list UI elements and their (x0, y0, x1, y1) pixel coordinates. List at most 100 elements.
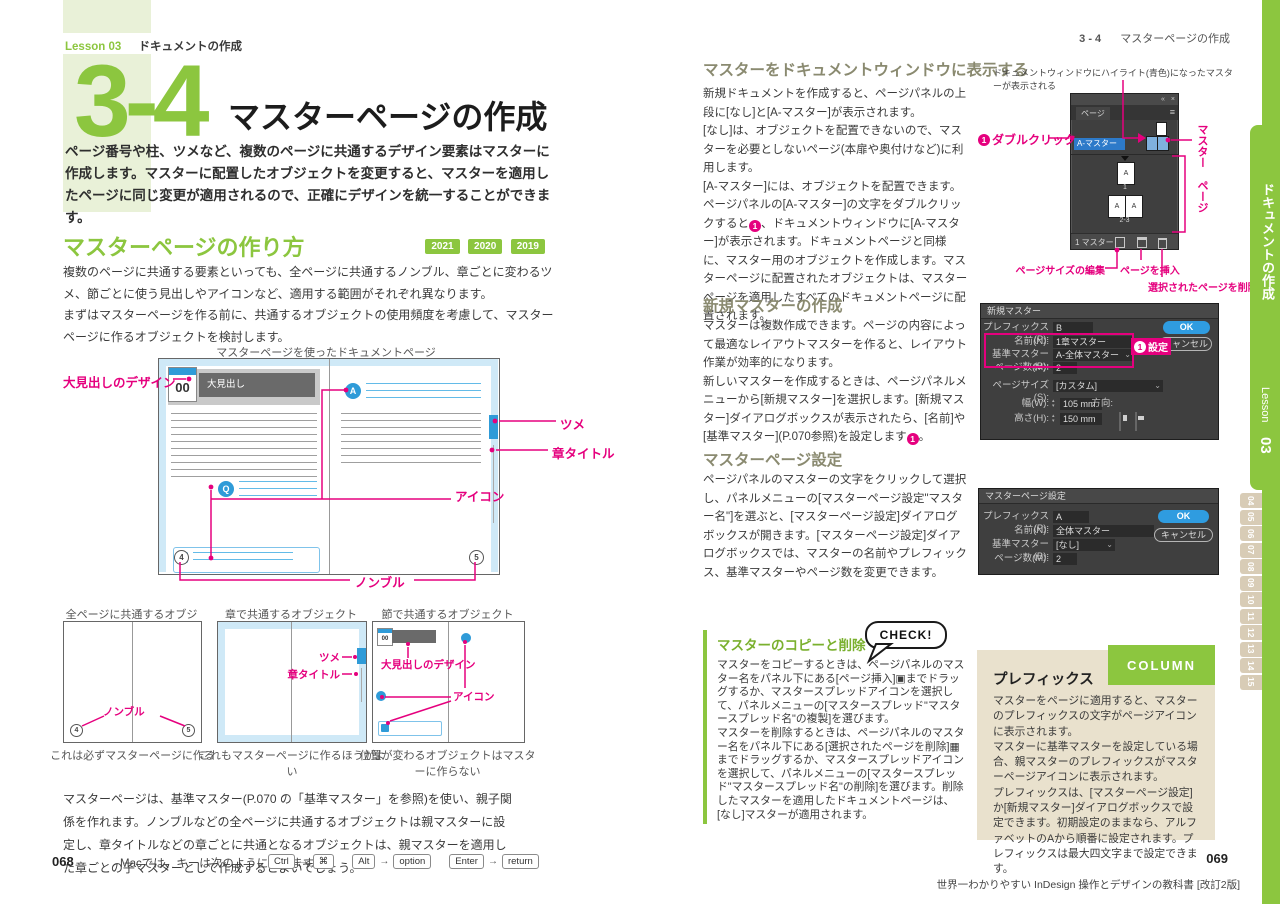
amaster-spread-icon-right[interactable] (1157, 136, 1169, 151)
dialog-title: 新規マスター (981, 304, 1218, 319)
field-label: プレフィックス(P): (982, 511, 1049, 534)
chapter-number: 00 (381, 636, 389, 642)
label-nombre: ノンブル (355, 576, 405, 590)
field-label: 幅(W): (1021, 398, 1049, 409)
page-count-input[interactable]: 2 (1053, 553, 1077, 565)
panel-statusbar: 1 マスター (1071, 233, 1178, 249)
tab-lesson-06[interactable]: 06 (1240, 526, 1262, 541)
selected-value: A-全体マスター (1056, 350, 1120, 360)
step-1-marker: 1 (978, 133, 990, 146)
name-input[interactable]: 全体マスター (1053, 525, 1154, 537)
panel-menu-icon[interactable]: ≡ (1169, 107, 1175, 117)
paragraph: 新規ドキュメントを作成すると、ページパネルの上段に[なし]と[A-マスター]が表… (703, 88, 967, 119)
master-a-selected[interactable]: A-マスター (1074, 138, 1125, 150)
collapse-icon[interactable]: « (1161, 96, 1165, 103)
headline-bar: 大見出し (199, 373, 315, 397)
tsume-tab (489, 415, 498, 439)
stepper-icon[interactable]: ▴▾ (1052, 398, 1055, 409)
tab-lesson-12[interactable]: 12 (1240, 625, 1262, 640)
accent-block-top (63, 0, 151, 33)
tab-lesson-15[interactable]: 15 (1240, 674, 1262, 690)
tab-lesson-08[interactable]: 08 (1240, 559, 1262, 574)
tab-lesson-04[interactable]: 04 (1240, 493, 1262, 508)
prefix-input[interactable]: A (1053, 511, 1089, 523)
annotation-highlight-box (984, 333, 1134, 368)
close-icon[interactable]: × (1170, 96, 1175, 103)
page-23-label[interactable]: 2-3 (1119, 217, 1130, 224)
year-badge: 2021 (425, 239, 460, 254)
tab-lesson-05[interactable]: 05 (1240, 509, 1262, 525)
based-master-select[interactable]: [なし] ⌄ (1053, 539, 1115, 551)
page-1-icon[interactable]: A (1117, 162, 1135, 185)
year-badge: 2020 (468, 239, 503, 254)
delete-page-icon[interactable] (1158, 238, 1167, 249)
orientation-landscape-icon[interactable] (1135, 412, 1144, 431)
ok-button[interactable]: OK (1158, 510, 1209, 523)
based-master-select[interactable]: A-全体マスター ⌄ (1053, 349, 1133, 361)
paragraph: マスターに基準マスターを設定している場合、親マスターのプレフィックスがマスターペ… (993, 740, 1198, 784)
step-1-marker: 1 (1134, 340, 1146, 353)
check-badge: CHECK! (865, 621, 947, 649)
chapter-tab[interactable]: ドキュメントの作成 Lesson 03 (1250, 125, 1280, 490)
page-size-select[interactable]: [カスタム] ⌄ (1053, 380, 1163, 392)
selected-value: [なし] (1056, 540, 1080, 550)
page-count-input[interactable]: 2 (1053, 362, 1077, 374)
tsume-tab (357, 648, 366, 664)
note-box (173, 547, 320, 573)
cancel-button[interactable]: キャンセル (1154, 528, 1213, 542)
tab-lesson-07[interactable]: 07 (1240, 542, 1262, 558)
tab-lesson-13[interactable]: 13 (1240, 641, 1262, 657)
tab-pages[interactable]: ページ (1076, 107, 1110, 120)
master-count: 1 マスター (1075, 238, 1114, 247)
keycap: Enter (449, 854, 484, 869)
arrow-icon: → (487, 856, 498, 867)
page-3-icon[interactable]: A (1125, 195, 1143, 218)
page-2-icon[interactable]: A (1108, 195, 1126, 218)
tab-lesson-10[interactable]: 10 (1240, 592, 1262, 607)
intro-text: ページ番号や柱、ツメなど、複数のページに共通するデザイン要素はマスターに作成しま… (65, 144, 551, 225)
insert-page-icon[interactable] (1137, 237, 1147, 248)
s3-heading: マスターページ設定 (703, 452, 843, 469)
orientation-portrait-icon[interactable] (1119, 412, 1127, 431)
ok-button[interactable]: OK (1163, 321, 1210, 334)
none-page-icon[interactable] (1156, 122, 1167, 136)
key-pair: Alt → option (352, 854, 432, 869)
paragraph: マスターをコピーするときは、ページパネルのマスター名をパネル下にある[ページ挿入… (717, 659, 965, 726)
page-tint (159, 359, 166, 572)
width-input[interactable]: 105 mm (1060, 398, 1102, 410)
placeholder-text-lines (171, 413, 317, 477)
panel-titlebar: « × (1071, 94, 1178, 105)
page-tint (491, 359, 498, 572)
keycap: return (501, 854, 539, 869)
chapter-title-line (493, 445, 495, 523)
annotation-pages: ページ (1196, 180, 1208, 213)
prefix-input[interactable]: B (1053, 322, 1093, 334)
edit-page-size-icon[interactable] (1115, 237, 1125, 248)
dialog-title: マスターページ設定 (979, 489, 1218, 504)
figure2-box3: 00 (372, 621, 525, 743)
stepper-icon[interactable]: ▴▾ (1052, 413, 1055, 424)
nombre-left: 4 (174, 550, 189, 565)
page-1-label[interactable]: 1 (1123, 184, 1127, 191)
height-input[interactable]: 150 mm (1060, 413, 1102, 425)
field-label: 方向: (1091, 398, 1113, 409)
s2-body: マスターは複数作成できます。ページの内容によって最適なレイアウトマスターを作ると… (703, 317, 968, 447)
paragraph: [A-マスター]には、オブジェクトを配置できます。ページパネルの[A-マスター]… (703, 180, 968, 323)
name-input[interactable]: 1章マスター (1053, 336, 1133, 348)
spread-spine (329, 359, 330, 574)
tab-lesson-09[interactable]: 09 (1240, 575, 1262, 591)
chapter-tab-lesson: Lesson (1259, 387, 1271, 423)
placeholder-text-lines (239, 481, 317, 497)
spread-spine (291, 622, 292, 742)
tab-lesson-11[interactable]: 11 (1240, 608, 1262, 624)
label-chapter-title: 章タイトル (287, 669, 341, 681)
book-title: 世界一わかりやすい InDesign 操作とデザインの教科書 [改訂2版] (936, 879, 1240, 891)
selected-value: [カスタム] (1056, 381, 1098, 391)
annotation-text: ダブルクリック (992, 133, 1077, 147)
key-pair: Enter → return (449, 854, 539, 869)
tab-lesson-14[interactable]: 14 (1240, 658, 1262, 673)
master-page-options-dialog: マスターページ設定 プレフィックス(P): A OK 名前(N): 全体マスター… (978, 488, 1219, 575)
a-icon (461, 633, 471, 643)
field-label: 名前(N): (1014, 336, 1049, 347)
panel-caption: ドキュメントウィンドウにハイライト(青色)になったマスターが表示される (993, 68, 1233, 91)
